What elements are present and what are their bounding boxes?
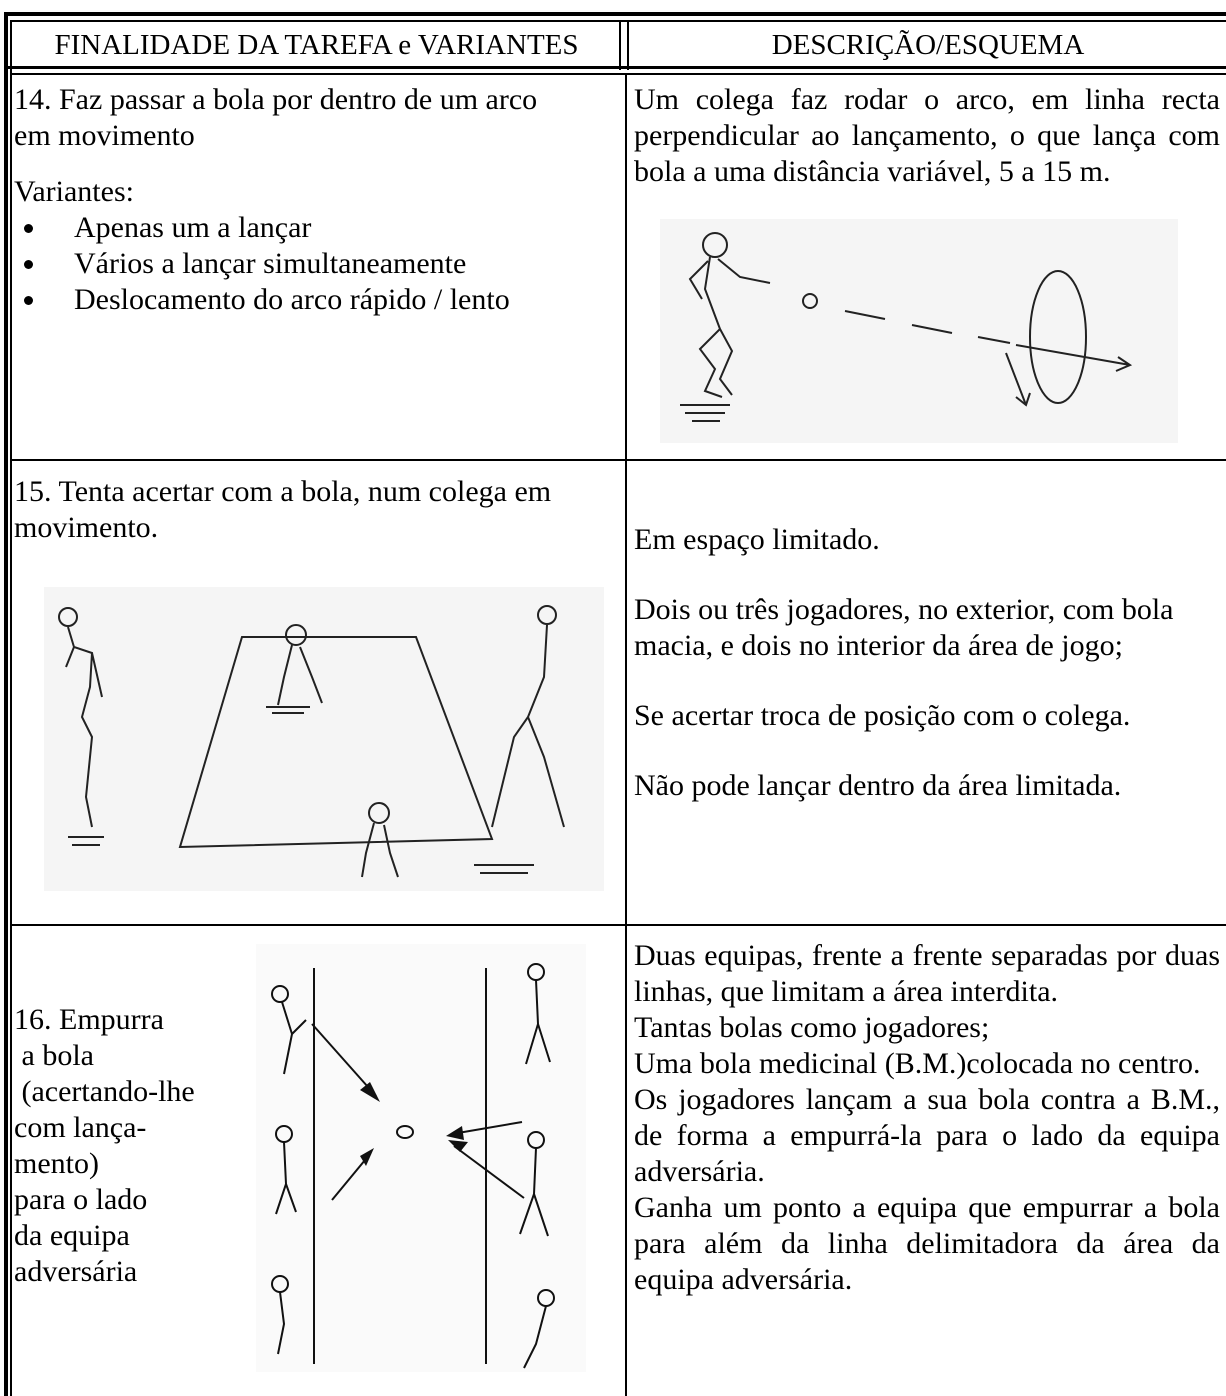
- header-divider: [4, 66, 1226, 69]
- description-line: Uma bola medicinal (B.M.)colocada no cen…: [634, 1047, 1201, 1080]
- column-divider: [625, 73, 627, 1396]
- task-16-line: com lança-: [14, 1111, 147, 1144]
- task-16-line: da equipa: [14, 1219, 130, 1252]
- description-line: Tantas bolas como jogadores;: [634, 1011, 990, 1044]
- header-divider-inner: [10, 73, 1226, 75]
- description-line: Se acertar troca de posição com o colega…: [634, 699, 1131, 732]
- task-16-description: Duas equipas, frente a frente separadas …: [634, 938, 1220, 1298]
- task-16-line: adversária: [14, 1255, 138, 1288]
- header-cell-description: DESCRIÇÃO/ESQUEMA: [630, 28, 1226, 62]
- variants-label: Variantes:: [14, 175, 134, 208]
- hoop-throw-illustration: [660, 219, 1178, 443]
- list-item: Deslocamento do arco rápido / lento: [14, 282, 604, 318]
- header-col-divider-a: [619, 20, 621, 70]
- header-cell-purpose: FINALIDADE DA TAREFA e VARIANTES: [14, 28, 619, 62]
- description-line: Em espaço limitado.: [634, 523, 880, 556]
- task-16-line: 16. Empurra: [14, 1003, 164, 1036]
- description-line: Os jogadores lançam a sua bola contra a …: [634, 1083, 1220, 1188]
- header-description-text: DESCRIÇÃO/ESQUEMA: [771, 29, 1085, 61]
- description-line: Dois ou três jogadores, no exterior, com…: [634, 593, 1174, 662]
- task-14-cell: 14. Faz passar a bola por dentro de um a…: [14, 82, 604, 318]
- task-14-title: 14. Faz passar a bola por dentro de um a…: [14, 83, 538, 152]
- hoop-throw-sketch: [680, 232, 1133, 422]
- task-16-line: (acertando-lhe: [14, 1075, 195, 1108]
- row-divider-15: [10, 924, 1226, 926]
- description-line: Não pode lançar dentro da área limitada.: [634, 769, 1122, 802]
- table-border-top-inner: [10, 20, 1226, 22]
- variants-list: Apenas um a lançar Vários a lançar simul…: [14, 210, 604, 318]
- table-border-left: [4, 12, 8, 1396]
- header-purpose-text: FINALIDADE DA TAREFA e VARIANTES: [54, 29, 579, 61]
- task-14-description: Um colega faz rodar o arco, em linha rec…: [634, 83, 1220, 188]
- moving-target-sketch: [58, 605, 565, 878]
- table-border-left-inner: [10, 20, 12, 1396]
- task-15-title: 15. Tenta acertar com a bola, num colega…: [14, 475, 552, 544]
- row-divider-14: [10, 459, 1226, 461]
- list-item: Apenas um a lançar: [14, 210, 604, 246]
- moving-target-illustration: [44, 587, 604, 891]
- push-ball-sketch: [271, 963, 555, 1369]
- push-ball-illustration: [256, 944, 586, 1372]
- description-line: Ganha um ponto a equipa que empurrar a b…: [634, 1191, 1220, 1296]
- table-border-top: [4, 12, 1226, 16]
- description-line: Duas equipas, frente a frente separadas …: [634, 939, 1220, 1008]
- task-16-title: 16. Empurra a bola (acertando-lhe com la…: [14, 1002, 244, 1290]
- task-16-line: mento): [14, 1147, 99, 1180]
- task-16-line: a bola: [14, 1039, 94, 1072]
- header-col-divider-b: [627, 20, 629, 70]
- list-item: Vários a lançar simultaneamente: [14, 246, 604, 282]
- task-15-description: Em espaço limitado. Dois ou três jogador…: [634, 522, 1224, 804]
- task-16-line: para o lado: [14, 1183, 148, 1216]
